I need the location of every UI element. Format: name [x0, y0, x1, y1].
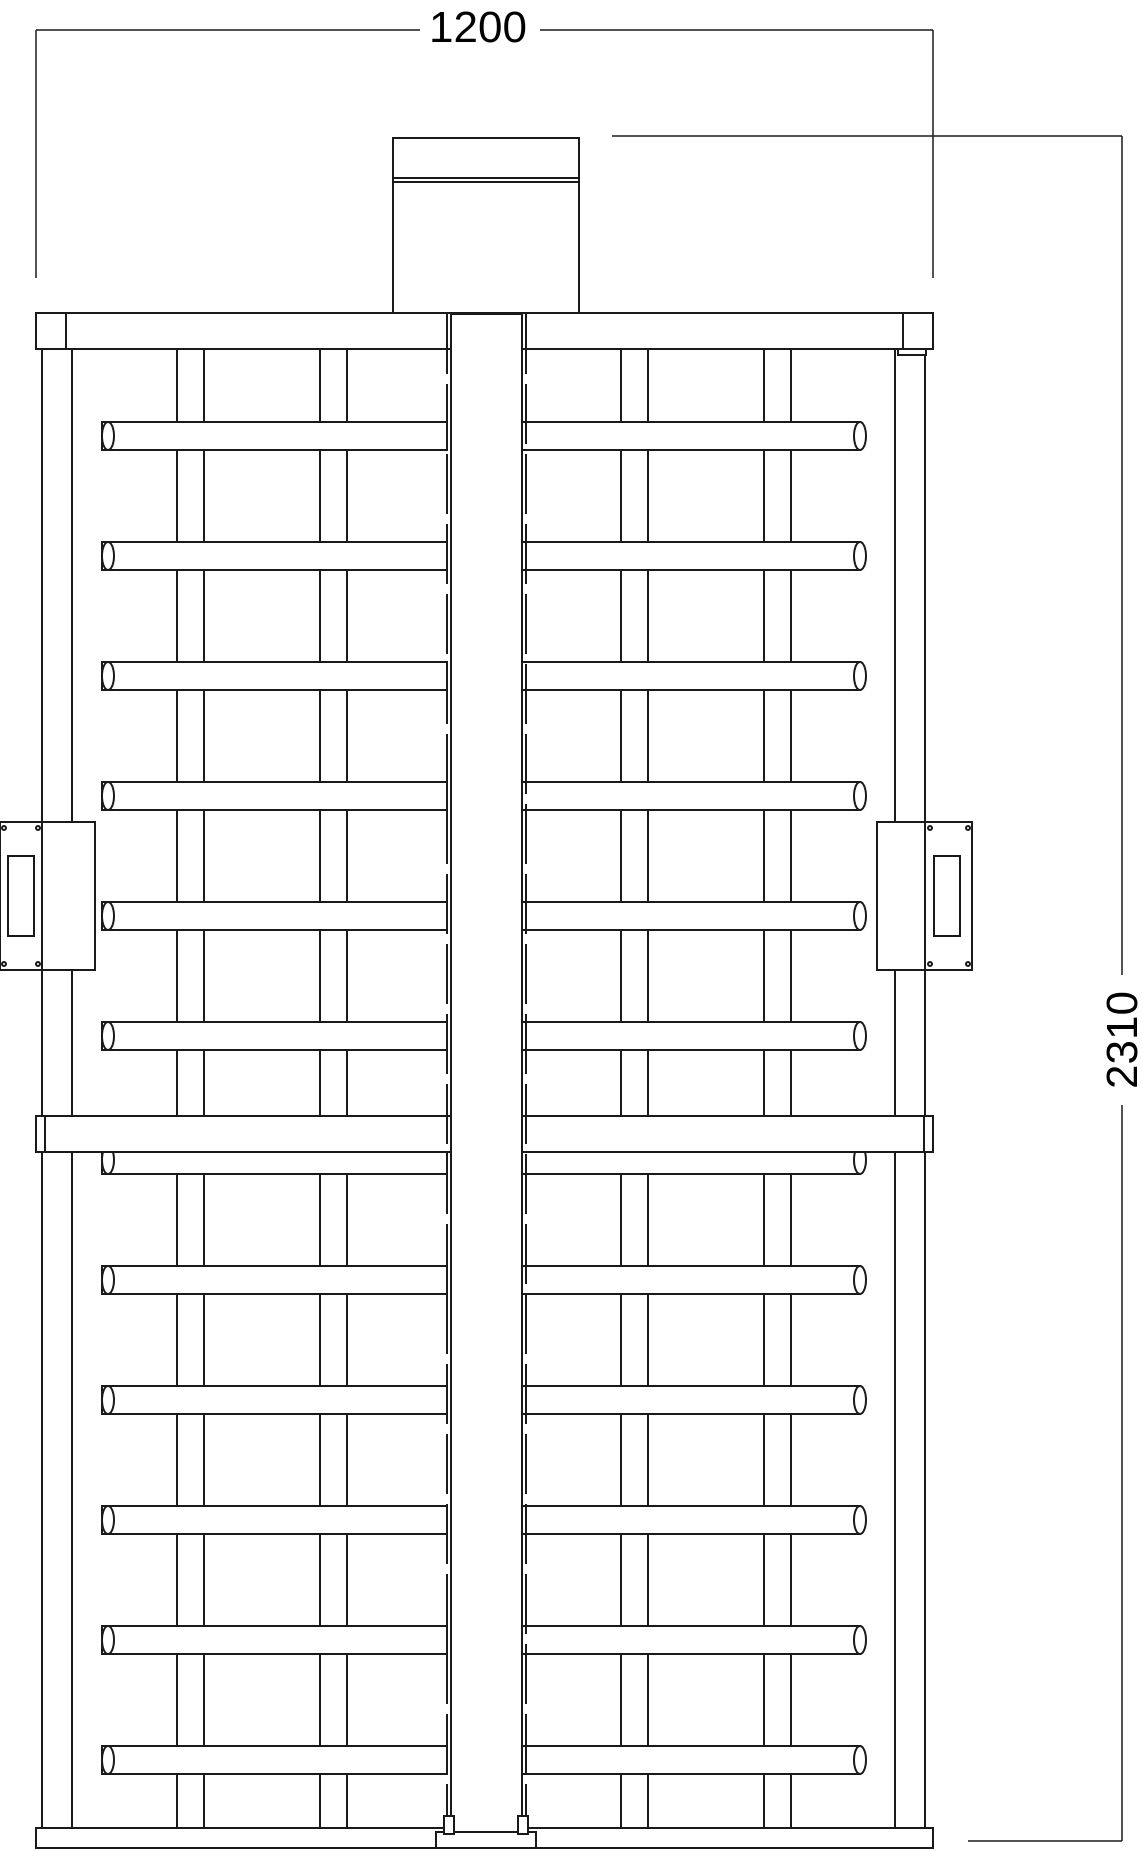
left-card-reader [0, 821, 96, 971]
vertical-bar [620, 347, 649, 1839]
turnstile [0, 137, 973, 1849]
right-card-reader [876, 821, 973, 971]
width-dimension-label: 1200 [429, 3, 527, 52]
arm-row [101, 781, 867, 811]
drive-housing [392, 177, 580, 314]
arm-row [101, 1021, 867, 1051]
rotor-base-plate [435, 1831, 537, 1849]
arm-row [101, 1625, 867, 1655]
arm-row [101, 1385, 867, 1415]
vertical-bar [176, 347, 205, 1839]
arm-row [101, 1745, 867, 1775]
width-dimension [35, 29, 934, 278]
arm-row [101, 541, 867, 571]
height-dimension [612, 135, 1123, 1842]
central-rotor-column [450, 313, 523, 1845]
vertical-bar [763, 347, 792, 1839]
arm-row [101, 1265, 867, 1295]
right-frame-post [894, 347, 926, 1839]
height-dimension-label: 2310 [1098, 991, 1143, 1089]
drive-housing-lid [392, 137, 580, 179]
arm-row [101, 421, 867, 451]
vertical-bar [319, 347, 348, 1839]
left-frame-post [41, 347, 73, 1839]
